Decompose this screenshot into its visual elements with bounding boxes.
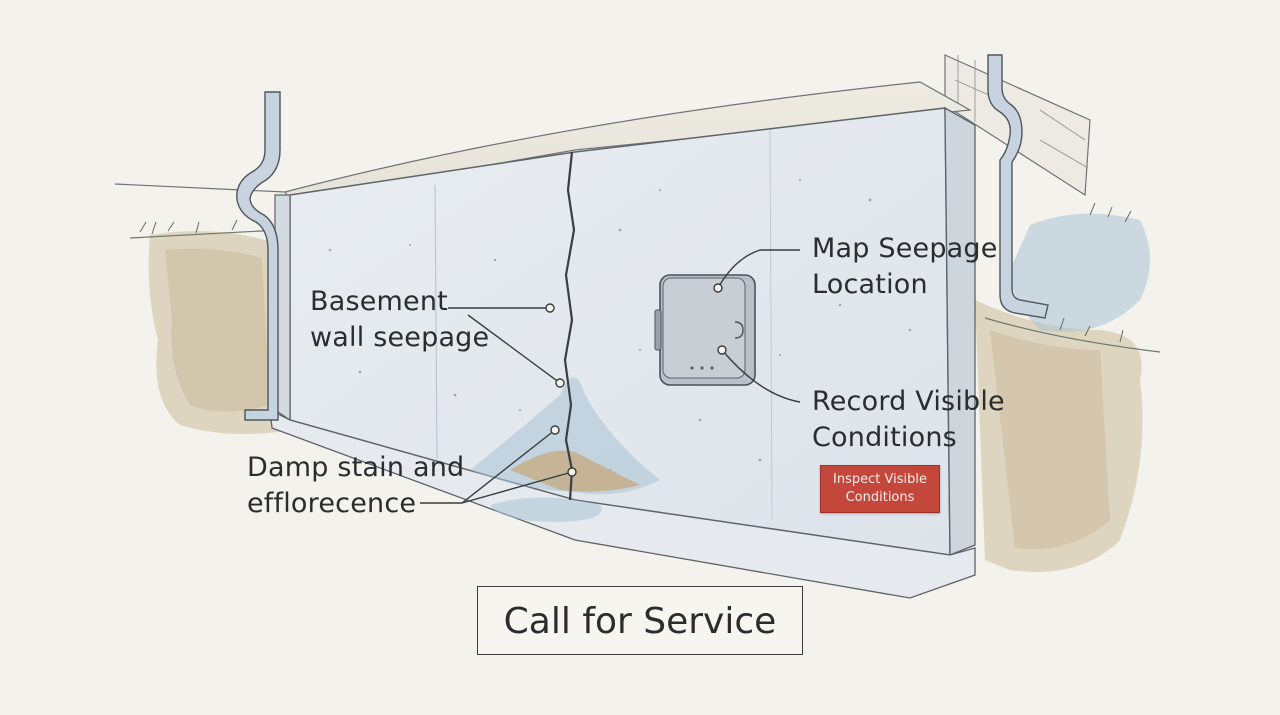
wall-crack: [563, 151, 576, 501]
leader-lines: [420, 249, 801, 504]
callout-map-seepage: Map Seepage Location: [812, 231, 998, 303]
wall-end: [944, 106, 976, 556]
downspout-icon: [236, 91, 281, 421]
callout-basement-wall-seepage: Basement wall seepage: [310, 284, 489, 356]
wall-seam: [434, 184, 438, 461]
leader-dots: [545, 283, 727, 477]
callout-line: Record Visible: [812, 386, 1005, 417]
downspout-icon: [987, 54, 1049, 319]
callout-line: Location: [812, 269, 928, 300]
callout-line: Conditions: [812, 422, 957, 453]
button-label-line: Conditions: [845, 490, 915, 505]
callout-line: wall seepage: [310, 322, 490, 353]
callout-record-conditions: Record Visible Conditions: [812, 384, 1005, 456]
wall-seam: [769, 129, 773, 521]
callout-damp-stain: Damp stain and efflorecence: [247, 450, 464, 522]
footing: [269, 408, 976, 599]
call-for-service-button[interactable]: Call for Service: [477, 586, 803, 655]
button-label-line: Inspect Visible: [833, 472, 927, 487]
callout-line: Damp stain and: [247, 452, 465, 483]
soil-left: [129, 219, 300, 434]
callout-line: Map Seepage: [812, 233, 998, 264]
ground-line: [114, 183, 286, 193]
soil-right: [975, 202, 1161, 572]
inspect-visible-conditions-button[interactable]: Inspect Visible Conditions: [820, 465, 940, 513]
concrete-texture: [328, 179, 912, 472]
callout-line: Basement: [310, 286, 448, 317]
callout-line: efflorecence: [247, 488, 417, 519]
